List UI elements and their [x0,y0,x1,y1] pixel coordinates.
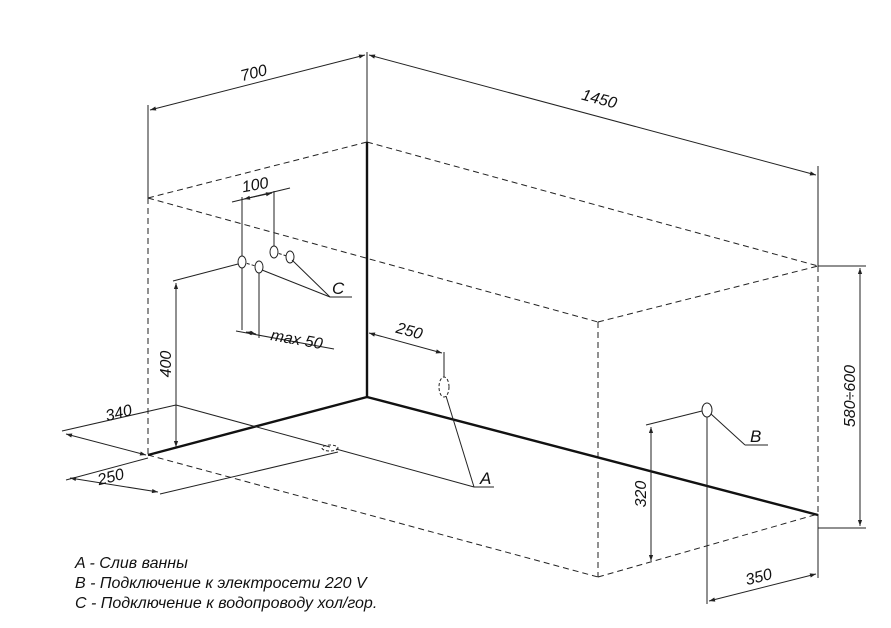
label-350: 350 [744,566,774,589]
dim-water-height: 400 [158,263,239,447]
label-1450: 1450 [580,87,619,113]
electric-connection: 320 350 B [633,402,819,604]
label-580-600: 580÷600 [842,365,859,427]
drain-connection: 250 A [321,320,494,488]
water-connections: max 50 100 C [231,175,352,353]
point-a-label: A [479,469,491,488]
label-250-drain: 250 [393,320,424,344]
legend-item-a: A - Слив ванны [74,555,188,572]
dim-length-top: 1450 [368,54,819,266]
label-700: 700 [239,62,269,85]
label-250-left: 250 [95,466,126,489]
point-c-label: C [332,279,345,298]
legend-item-b: B - Подключение к электросети 220 V [75,575,368,592]
legend-item-c: C - Подключение к водопроводу хол/гор. [75,595,377,612]
point-b-label: B [750,427,761,446]
dim-total-height: 580÷600 [818,265,866,529]
label-max-50: max 50 [269,327,324,353]
legend: A - Слив ванны B - Подключение к электро… [74,555,377,612]
label-400: 400 [158,351,175,378]
dim-left-bottom: 340 250 [61,402,339,495]
label-340: 340 [104,402,134,425]
room-corner [147,52,819,517]
label-100: 100 [241,175,270,196]
dim-width-top: 700 [147,54,366,198]
bathtub-outline [147,141,819,578]
label-320: 320 [633,481,650,508]
